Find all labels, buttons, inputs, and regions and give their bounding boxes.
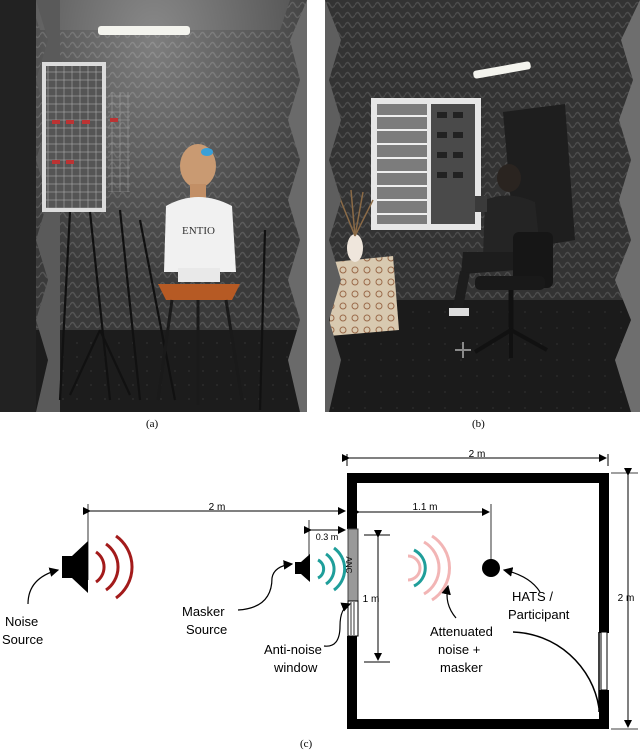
dim-window-height-label: 1 m: [363, 594, 380, 605]
anc-window-photo: [371, 98, 481, 230]
dim-window-height: 1 m: [363, 530, 390, 663]
noise-source-speaker: [62, 541, 88, 593]
booth-layout-diagram: ANC 2 m 2 m 1.1 m 0.3 m 1 m: [2, 449, 638, 730]
caption-c: (c): [300, 738, 313, 750]
anc-window: ANC: [344, 528, 359, 637]
anc-label: ANC: [344, 557, 353, 574]
dim-hats-distance-label: 1.1 m: [412, 502, 437, 513]
hats-position: [482, 559, 500, 577]
hats-label-2: Participant: [508, 607, 570, 622]
attenuated-waves: [407, 534, 451, 602]
dim-hats-distance: 1.1 m: [352, 502, 492, 560]
ceiling-light: [98, 26, 190, 35]
ceiling-light: [473, 61, 531, 79]
anti-noise-waves: [317, 546, 347, 592]
dim-masker-distance-label: 0.3 m: [316, 532, 339, 542]
dim-room-height-label: 2 m: [618, 593, 635, 604]
photo-participant-booth: [325, 0, 640, 412]
dim-room-height: 2 m: [611, 468, 638, 730]
caption-b: (b): [472, 418, 485, 430]
hats-mannequin: ENTIO: [164, 144, 236, 282]
anti-noise-label-2: window: [273, 660, 318, 675]
noise-waves: [95, 534, 134, 600]
door: [512, 631, 608, 712]
masker-source-label-2: Source: [186, 622, 227, 637]
dim-room-width: 2 m: [342, 449, 609, 466]
anti-noise-label-1: Anti-noise: [264, 642, 322, 657]
shirt-label: ENTIO: [182, 225, 215, 237]
attenuated-label-3: masker: [440, 660, 483, 675]
noise-source-label-1: Noise: [5, 614, 38, 629]
dim-source-distance-label: 2 m: [209, 502, 226, 513]
side-table: [329, 189, 399, 336]
noise-source-label-2: Source: [2, 632, 43, 647]
room-walls: [347, 473, 609, 729]
attenuated-label-2: noise +: [438, 642, 480, 657]
caption-a: (a): [146, 418, 159, 430]
masker-source-speaker: [295, 554, 310, 582]
dim-room-width-label: 2 m: [469, 449, 486, 460]
hats-label-1: HATS /: [512, 589, 553, 604]
attenuated-label-1: Attenuated: [430, 624, 493, 639]
office-chair: [473, 232, 553, 358]
masker-source-label-1: Masker: [182, 604, 225, 619]
photo-hats-booth: ENTIO: [0, 0, 307, 412]
dim-masker-distance: 0.3 m: [304, 520, 346, 560]
